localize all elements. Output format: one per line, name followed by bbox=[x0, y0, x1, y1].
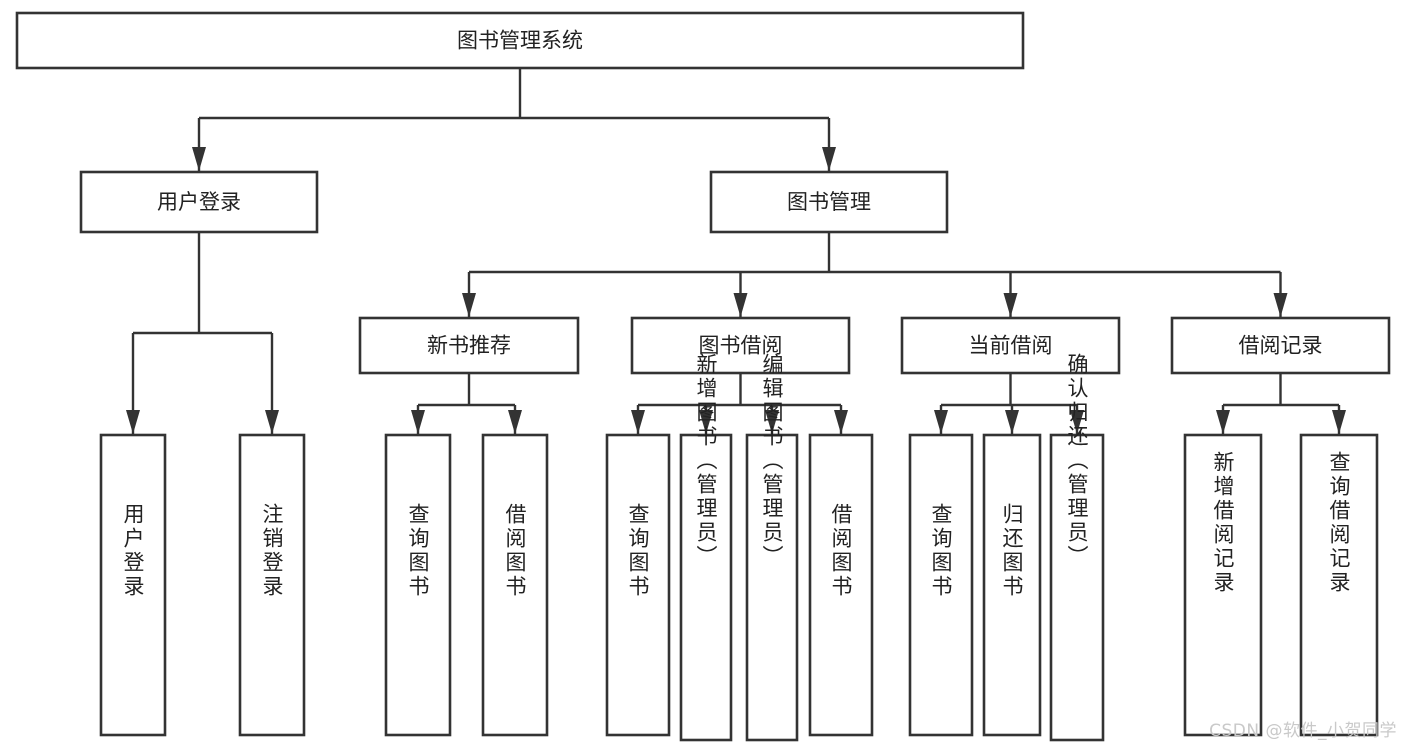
arrow-head-icon bbox=[834, 410, 848, 434]
node-label: 借阅图书 bbox=[503, 503, 527, 599]
node-box bbox=[79, 170, 319, 234]
root-node-1[interactable]: 图书管理系统 bbox=[15, 11, 1025, 70]
node-box bbox=[900, 316, 1121, 375]
node-label: 查询图书 bbox=[406, 503, 430, 599]
level2-node-2[interactable]: 图书管理 bbox=[709, 170, 949, 234]
node-box bbox=[808, 433, 874, 737]
level3-node-1[interactable]: 新书推荐 bbox=[358, 316, 580, 375]
leaf-node-3[interactable]: 查询图书 bbox=[384, 433, 452, 737]
node-box bbox=[99, 433, 167, 737]
node-box bbox=[1049, 433, 1105, 742]
arrow-head-icon bbox=[462, 293, 476, 317]
arrow-head-icon bbox=[699, 410, 713, 434]
node-label: 新书推荐 bbox=[427, 334, 511, 358]
node-label: 新增借阅记录 bbox=[1211, 451, 1235, 595]
node-box bbox=[15, 11, 1025, 70]
node-box bbox=[238, 433, 306, 737]
arrow-head-icon bbox=[631, 410, 645, 434]
node-label: 用户登录 bbox=[121, 503, 145, 599]
arrow-head-icon bbox=[1003, 293, 1018, 317]
node-box bbox=[1183, 433, 1263, 737]
leaf-node-6[interactable]: 新增图书（管理员） bbox=[679, 353, 733, 742]
arrow-head-icon bbox=[1273, 293, 1288, 317]
level3-node-4[interactable]: 借阅记录 bbox=[1170, 316, 1391, 375]
arrow-head-icon bbox=[508, 410, 522, 434]
arrow-head-icon bbox=[1332, 410, 1346, 434]
connector-layer bbox=[126, 68, 1346, 434]
node-box bbox=[709, 170, 949, 234]
arrow-head-icon bbox=[1070, 410, 1084, 434]
leaf-node-7[interactable]: 编辑图书（管理员） bbox=[745, 353, 799, 742]
level3-node-3[interactable]: 当前借阅 bbox=[900, 316, 1121, 375]
leaf-node-10[interactable]: 归还图书 bbox=[982, 433, 1042, 737]
csdn-watermark: CSDN @软件_小贺同学 bbox=[1209, 721, 1397, 741]
node-box bbox=[358, 316, 580, 375]
node-box bbox=[1299, 433, 1379, 737]
node-label: 借阅图书 bbox=[829, 503, 853, 599]
arrow-head-icon bbox=[411, 410, 425, 434]
node-label: 归还图书 bbox=[1000, 503, 1024, 599]
level2-node-1[interactable]: 用户登录 bbox=[79, 170, 319, 234]
node-box bbox=[481, 433, 549, 737]
node-box bbox=[908, 433, 974, 737]
arrow-head-icon bbox=[934, 410, 948, 434]
arrow-head-icon bbox=[1216, 410, 1230, 434]
node-label: 注销登录 bbox=[260, 503, 284, 599]
leaf-node-11[interactable]: 确认归还（管理员） bbox=[1049, 353, 1105, 742]
leaf-node-5[interactable]: 查询图书 bbox=[605, 433, 671, 737]
node-box bbox=[384, 433, 452, 737]
node-label: 当前借阅 bbox=[969, 334, 1053, 358]
node-label: 确认归还（管理员） bbox=[1065, 353, 1089, 569]
arrow-head-icon bbox=[822, 147, 836, 171]
node-label: 借阅记录 bbox=[1239, 334, 1323, 358]
arrow-head-icon bbox=[265, 410, 279, 434]
leaf-node-4[interactable]: 借阅图书 bbox=[481, 433, 549, 737]
node-label: 查询图书 bbox=[929, 503, 953, 599]
node-box bbox=[605, 433, 671, 737]
node-box bbox=[1170, 316, 1391, 375]
node-label: 查询借阅记录 bbox=[1327, 451, 1351, 595]
node-box bbox=[630, 316, 851, 375]
arrow-head-icon bbox=[765, 410, 779, 434]
node-label: 图书管理 bbox=[787, 190, 871, 214]
leaf-node-13[interactable]: 查询借阅记录 bbox=[1299, 433, 1379, 737]
leaf-node-2[interactable]: 注销登录 bbox=[238, 433, 306, 737]
node-label: 新增图书（管理员） bbox=[694, 353, 718, 569]
node-label: 图书借阅 bbox=[699, 334, 783, 358]
arrow-head-icon bbox=[126, 410, 140, 434]
arrow-head-icon bbox=[1005, 410, 1019, 434]
node-label: 用户登录 bbox=[157, 190, 241, 214]
arrow-head-icon bbox=[733, 293, 748, 317]
leaf-node-9[interactable]: 查询图书 bbox=[908, 433, 974, 737]
level3-node-2[interactable]: 图书借阅 bbox=[630, 316, 851, 375]
arrow-head-icon bbox=[192, 147, 206, 171]
node-box bbox=[745, 433, 799, 742]
leaf-node-12[interactable]: 新增借阅记录 bbox=[1183, 433, 1263, 737]
node-layer: 图书管理系统用户登录图书管理新书推荐图书借阅当前借阅借阅记录用户登录注销登录查询… bbox=[15, 11, 1391, 742]
node-box bbox=[982, 433, 1042, 737]
leaf-node-1[interactable]: 用户登录 bbox=[99, 433, 167, 737]
node-label: 编辑图书（管理员） bbox=[760, 353, 784, 569]
leaf-node-8[interactable]: 借阅图书 bbox=[808, 433, 874, 737]
node-label: 图书管理系统 bbox=[457, 29, 583, 53]
node-label: 查询图书 bbox=[626, 503, 650, 599]
node-box bbox=[679, 433, 733, 742]
